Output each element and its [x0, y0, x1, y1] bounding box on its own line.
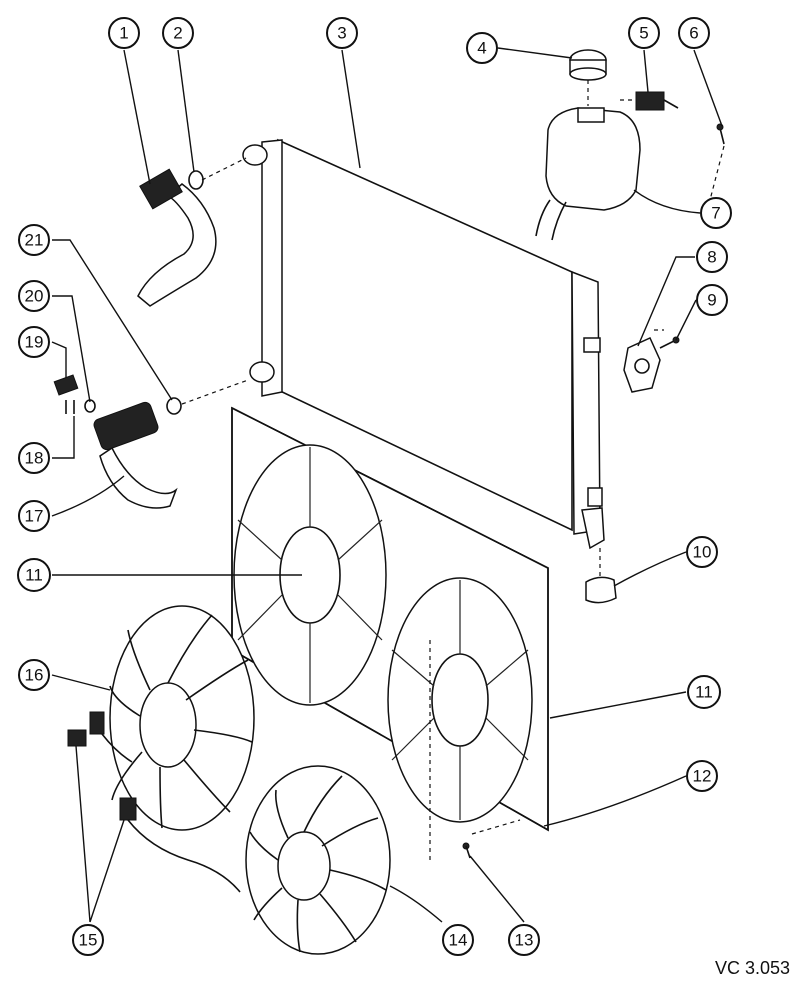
callout-12: 12 — [686, 760, 718, 792]
callout-15: 15 — [72, 924, 104, 956]
svg-text:3: 3 — [337, 24, 346, 43]
svg-text:20: 20 — [25, 287, 44, 306]
svg-text:7: 7 — [711, 204, 720, 223]
rubber-mount — [585, 576, 617, 604]
filler-cap — [569, 49, 607, 81]
svg-text:8: 8 — [707, 248, 716, 267]
fan-shroud — [231, 406, 549, 832]
assembly-lines — [181, 80, 725, 860]
callout-20: 20 — [18, 280, 50, 312]
svg-text:11: 11 — [695, 683, 713, 702]
harness-connectors — [67, 711, 241, 893]
callout-5: 5 — [628, 17, 660, 49]
fan-small-blades — [249, 775, 387, 953]
callouts: 1 2 3 4 5 6 7 8 9 10 11 11 12 13 14 15 1… — [17, 17, 732, 956]
callout-11-right: 11 — [687, 675, 721, 709]
callout-8: 8 — [696, 241, 728, 273]
svg-text:16: 16 — [25, 666, 44, 685]
bracket — [623, 337, 661, 393]
callout-10: 10 — [686, 536, 718, 568]
svg-text:17: 17 — [25, 507, 44, 526]
callout-19: 19 — [18, 326, 50, 358]
upper-hose — [137, 168, 217, 307]
shroud-spokes-left — [237, 447, 383, 703]
svg-text:10: 10 — [693, 543, 712, 562]
svg-text:4: 4 — [477, 39, 486, 58]
svg-text:19: 19 — [25, 333, 44, 352]
screw-6 — [716, 123, 725, 145]
callout-7: 7 — [700, 197, 732, 229]
fan-large — [109, 605, 255, 831]
callout-18: 18 — [18, 442, 50, 474]
svg-text:14: 14 — [449, 931, 468, 950]
callout-6: 6 — [678, 17, 710, 49]
fan-large-blades — [109, 614, 253, 829]
svg-text:2: 2 — [173, 24, 182, 43]
shroud-spokes-right — [391, 580, 529, 820]
leader-lines — [51, 47, 723, 923]
callout-13: 13 — [508, 924, 540, 956]
svg-text:11: 11 — [25, 566, 43, 585]
callout-11-left: 11 — [17, 558, 51, 592]
callout-16: 16 — [18, 659, 50, 691]
lower-hose — [93, 401, 178, 509]
expansion-tank — [535, 107, 641, 241]
callout-3: 3 — [326, 17, 358, 49]
svg-text:9: 9 — [707, 291, 716, 310]
fan-small — [245, 765, 391, 955]
callout-9: 9 — [696, 284, 728, 316]
callout-14: 14 — [442, 924, 474, 956]
clip-21 — [166, 397, 182, 415]
svg-text:12: 12 — [693, 767, 712, 786]
svg-text:5: 5 — [639, 24, 648, 43]
clip-2 — [188, 170, 204, 190]
callout-17: 17 — [18, 500, 50, 532]
screw-13 — [462, 842, 471, 859]
temperature-sender — [53, 374, 96, 414]
level-sensor — [635, 91, 679, 111]
figure-reference-code: VC 3.053 — [714, 958, 790, 978]
svg-text:18: 18 — [25, 449, 44, 468]
svg-text:21: 21 — [25, 231, 44, 250]
svg-text:15: 15 — [79, 931, 98, 950]
radiator — [242, 138, 605, 550]
svg-text:13: 13 — [515, 931, 534, 950]
svg-text:6: 6 — [689, 24, 698, 43]
callout-21: 21 — [18, 224, 50, 256]
callout-2: 2 — [162, 17, 194, 49]
callout-4: 4 — [466, 32, 498, 64]
svg-text:1: 1 — [119, 24, 128, 43]
callout-1: 1 — [108, 17, 140, 49]
